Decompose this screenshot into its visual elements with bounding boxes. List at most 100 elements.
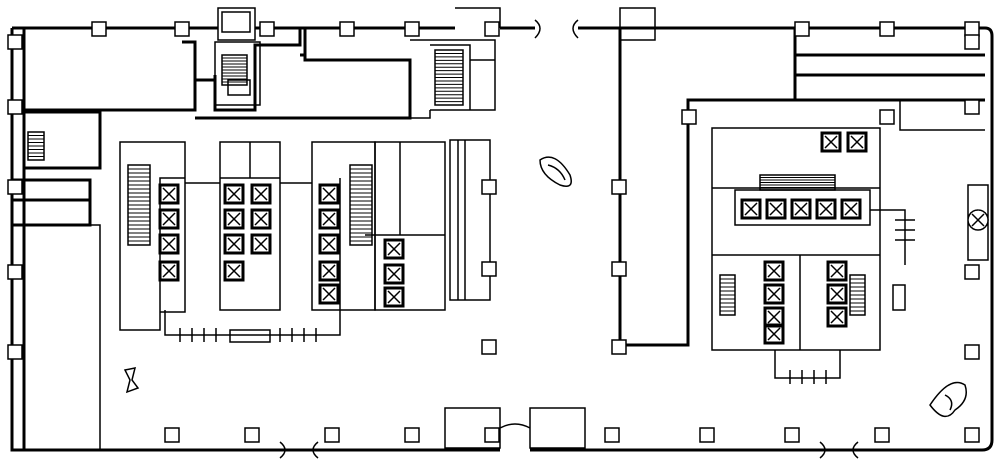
column: [91, 21, 107, 37]
elevator-icon: [826, 260, 848, 282]
column: [964, 344, 980, 360]
column: [964, 34, 980, 50]
sculptures: [123, 156, 989, 418]
elevator-icon: [846, 131, 868, 153]
column: [7, 179, 23, 195]
elevator-car: [158, 183, 180, 205]
elevator-icon: [158, 260, 180, 282]
elevator-icon: [158, 233, 180, 255]
staircase: [434, 49, 464, 106]
doors: [279, 19, 859, 459]
right-core: [711, 127, 915, 384]
elevator-car: [383, 238, 405, 260]
elevator-cross: [254, 237, 268, 251]
elevator-car: [383, 286, 405, 308]
elevator-icon: [383, 238, 405, 260]
column: [794, 21, 810, 37]
column: [964, 99, 980, 115]
elevator-car: [250, 208, 272, 230]
column: [481, 339, 497, 355]
elevator-cross: [162, 264, 176, 278]
elevator-car: [223, 183, 245, 205]
elevator-car: [318, 260, 340, 282]
elevator-car: [223, 260, 245, 282]
elevator-cross: [844, 202, 858, 216]
elevator-icon: [318, 208, 340, 230]
column: [481, 179, 497, 195]
column: [964, 21, 980, 37]
column: [339, 21, 355, 37]
staircase: [849, 274, 866, 316]
elevator-icon: [790, 198, 812, 220]
elevator-icon: [765, 198, 787, 220]
elevator-icon: [223, 208, 245, 230]
staircase: [719, 274, 736, 316]
elevator-car: [846, 131, 868, 153]
exterior-walls: [10, 26, 994, 452]
elevator-cross: [767, 310, 781, 324]
elevator-cross: [830, 264, 844, 278]
elevator-group: [158, 131, 868, 345]
column: [481, 261, 497, 277]
column: [964, 427, 980, 443]
elevator-car: [318, 233, 340, 255]
elevator-cross: [767, 264, 781, 278]
elevator-icon: [250, 208, 272, 230]
elevator-car: [740, 198, 762, 220]
column: [879, 109, 895, 125]
column: [611, 261, 627, 277]
elevator-car: [158, 260, 180, 282]
elevator-icon: [840, 198, 862, 220]
elevator-car: [820, 131, 842, 153]
elevator-icon: [763, 306, 785, 328]
elevator-icon: [383, 286, 405, 308]
elevator-car: [826, 306, 848, 328]
elevator-cross: [387, 290, 401, 304]
elevator-car: [223, 208, 245, 230]
elevator-icon: [250, 233, 272, 255]
column: [611, 339, 627, 355]
column: [7, 344, 23, 360]
elevator-car: [765, 198, 787, 220]
elevator-icon: [250, 183, 272, 205]
elevator-cross: [322, 187, 336, 201]
column: [964, 264, 980, 280]
elevator-car: [158, 208, 180, 230]
column: [879, 21, 895, 37]
elevator-icon: [318, 283, 340, 305]
column: [324, 427, 340, 443]
elevator-car: [318, 283, 340, 305]
elevator-icon: [740, 198, 762, 220]
column: [604, 427, 620, 443]
staircase: [127, 164, 151, 246]
elevator-cross: [850, 135, 864, 149]
elevator-icon: [383, 263, 405, 285]
column: [164, 427, 180, 443]
column: [611, 179, 627, 195]
elevator-car: [815, 198, 837, 220]
elevator-cross: [744, 202, 758, 216]
elevator-car: [763, 260, 785, 282]
elevator-cross: [767, 327, 781, 341]
elevator-car: [763, 323, 785, 345]
elevator-car: [826, 260, 848, 282]
elevator-icon: [158, 208, 180, 230]
staircase: [27, 131, 45, 161]
elevator-car: [826, 283, 848, 305]
elevator-cross: [830, 287, 844, 301]
elevator-icon: [318, 183, 340, 205]
elevator-cross: [162, 187, 176, 201]
elevator-cross: [254, 187, 268, 201]
elevator-icon: [763, 323, 785, 345]
elevator-cross: [254, 212, 268, 226]
elevator-cross: [819, 202, 833, 216]
elevator-cross: [824, 135, 838, 149]
column: [404, 21, 420, 37]
elevator-icon: [318, 260, 340, 282]
staircase: [221, 54, 248, 86]
elevator-car: [840, 198, 862, 220]
column: [174, 21, 190, 37]
elevator-icon: [318, 233, 340, 255]
elevator-icon: [815, 198, 837, 220]
